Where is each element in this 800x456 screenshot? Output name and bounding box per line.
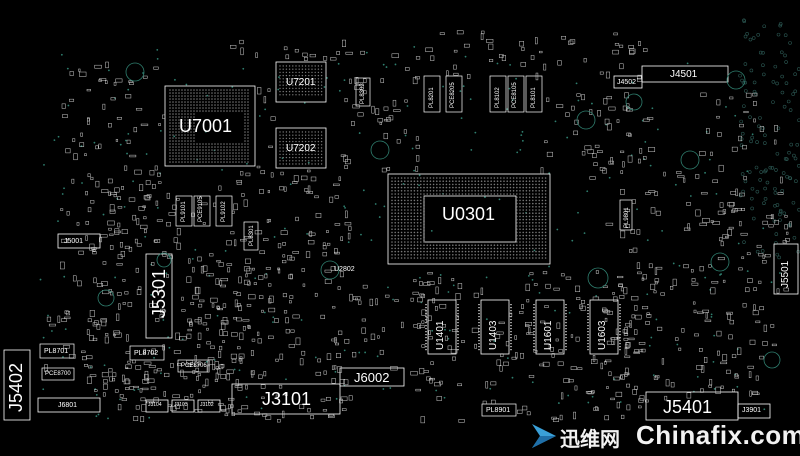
watermark-en: Chinafix.com [636,420,800,450]
cap-label-pce8706: PCE8706 [181,363,207,369]
connector-label-j4501: J4501 [670,69,698,80]
inductor-outlines [39,75,633,417]
inductor-label-pl9801: PL9801 [624,207,630,228]
connector-label-j5402: J5402 [6,362,26,412]
small-parts [44,30,792,424]
connector-label-j5501: J5501 [780,260,791,288]
bga-u0301-balls [391,177,547,259]
chip-label-u2802: U2802 [334,266,355,273]
connector-label-j5301: J5301 [149,268,169,318]
ic-u7202-pads [279,131,323,165]
connector-label-j3102: J3102 [200,402,214,408]
memory-chip-pads [425,304,621,351]
mounting-circles [97,62,781,369]
inductor-label-pl8901: PL8901 [486,407,511,414]
chip-label-u7201: U7201 [286,77,316,88]
chip-label-u1403: U1403 [488,320,499,350]
chip-label-u1401: U1401 [435,320,446,350]
chip-label-u1603: U1603 [597,320,608,350]
bga-u7001 [164,85,256,167]
connector-label-j6002: J6002 [354,370,390,385]
inductor-label-pl8701: PL8701 [44,348,69,355]
inductor-label-pl8102: PL8102 [495,87,501,108]
chip-label-u7202: U7202 [286,143,316,154]
connector-label-j3901: J3901 [742,407,762,414]
cap-label-pce8105: PCE8105 [512,82,518,108]
bga-u7001-balls [169,89,249,163]
memory-chips [427,299,619,355]
cap-label-pce9105: PCE9105 [198,196,204,222]
ic-u7201-pads [279,65,323,96]
inductor-label-pl9101: PL9101 [181,201,187,222]
connector-label-j5001: J5001 [64,238,84,245]
inductor-label-pl8201: PL8201 [429,87,435,108]
chinafix-logo-icon [532,424,556,448]
chip-label-u1601: U1601 [543,320,554,350]
ic-u7201 [275,61,327,103]
inductor-label-pl8101: PL8101 [531,87,537,108]
chip-label-u7001: U7001 [179,116,233,136]
connector-label-j6801: J6801 [58,402,78,409]
connector-outlines [3,65,799,421]
cap-label-pce8205: PCE8205 [450,82,456,108]
watermark-cn: 迅维网 [560,427,620,451]
connector-label-j3101: J3101 [262,389,312,409]
connector-label-j5401: J5401 [663,397,713,417]
inductor-label-pl9102: PL9102 [221,201,227,222]
connector-label-j3103: J3103 [174,402,188,408]
inductor-label-pl8302: PL8302 [360,83,366,104]
inductor-label-pl8301: PL8301 [249,225,255,246]
inductor-label-pl8702: PL8702 [134,350,159,357]
cap-label-pce8700: PCE8700 [45,371,71,377]
connector-label-j3104: J3104 [148,402,162,408]
connector-label-j4502: J4502 [617,79,637,86]
ic-u7202 [275,127,327,169]
chip-label-u0301: U0301 [442,204,496,224]
